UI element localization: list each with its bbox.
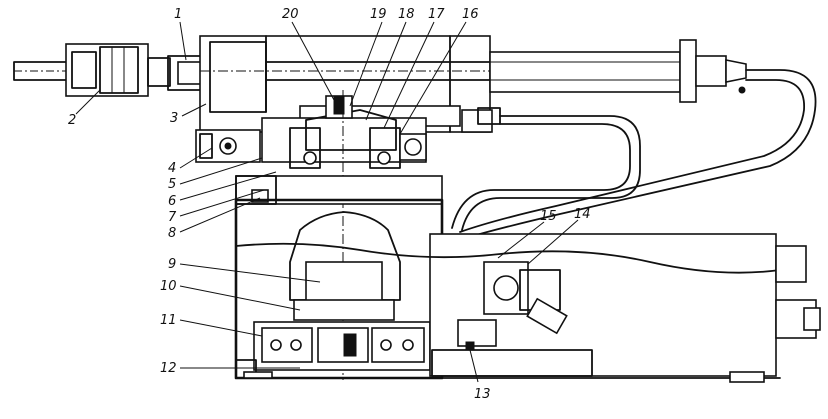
- label-15: 15: [540, 209, 557, 224]
- label-7: 7: [168, 210, 177, 225]
- label-4: 4: [168, 161, 176, 176]
- label-16: 16: [462, 7, 479, 22]
- label-11: 11: [160, 313, 177, 328]
- hydraulic-hoses: [451, 69, 817, 239]
- label-2: 2: [68, 113, 76, 128]
- part-labels: 1 2 3 4 5 6 7 8 9 10 11 12 13 14 15 16 1…: [68, 7, 591, 402]
- label-13: 13: [474, 387, 491, 402]
- base-frame: [234, 175, 821, 383]
- label-14: 14: [574, 207, 591, 222]
- left-bracket: [195, 129, 261, 163]
- central-head: [261, 90, 427, 380]
- label-8: 8: [168, 226, 176, 241]
- label-6: 6: [168, 194, 176, 209]
- label-9: 9: [168, 257, 176, 272]
- label-1: 1: [174, 7, 182, 22]
- label-18: 18: [398, 7, 415, 22]
- label-12: 12: [160, 361, 177, 376]
- label-17: 17: [428, 7, 445, 22]
- label-19: 19: [370, 7, 387, 22]
- label-5: 5: [168, 177, 176, 192]
- label-3: 3: [170, 111, 178, 126]
- label-10: 10: [160, 279, 177, 294]
- leader-lines: [75, 21, 579, 383]
- label-20: 20: [282, 7, 299, 22]
